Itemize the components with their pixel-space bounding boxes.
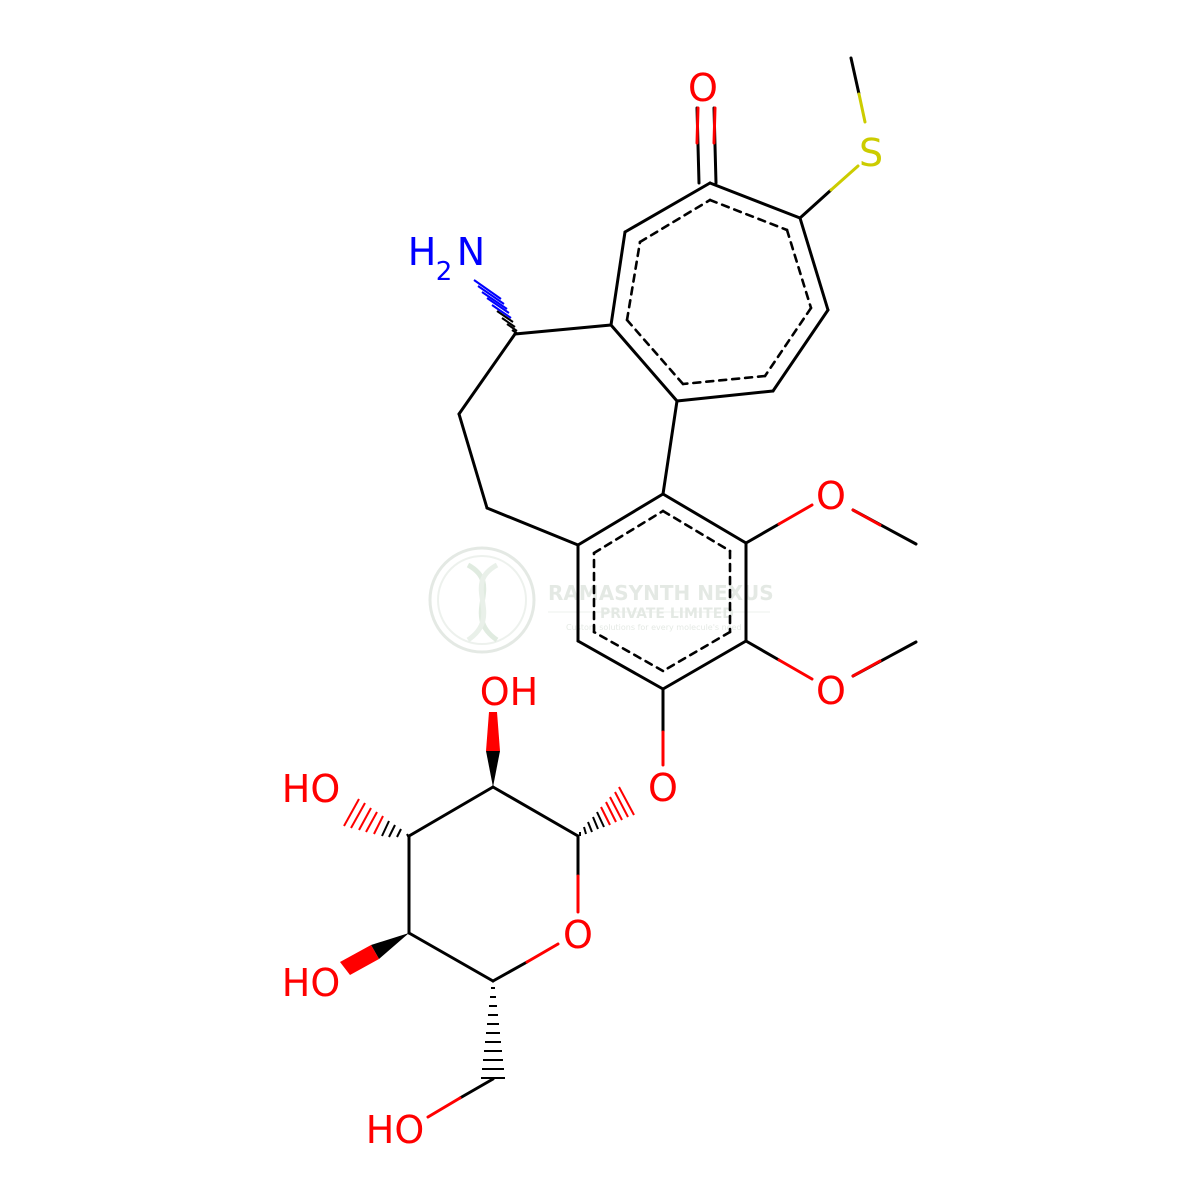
watermark-line2: PRIVATE LIMITED [600,606,734,622]
glycosidic-oxygen-label: O [648,766,678,810]
sugar-ho-left-label: HO [282,767,340,811]
stereo-bonds [340,279,635,1079]
amine-h-label: H [408,230,437,274]
sugar-oh-top-label: OH [480,670,538,714]
sulfur-label: S [859,131,883,175]
watermark-line3: Custom solutions for every molecule's ne… [566,623,742,632]
methoxy1-oxygen-label: O [816,474,846,518]
colored-bonds [426,92,882,1119]
methoxy2-oxygen-label: O [816,669,846,713]
sugar-ho-bottom-label: HO [282,961,340,1005]
bond [798,216,830,312]
watermark: RAMASYNTH NEXUS PRIVATE LIMITED Custom s… [428,546,774,654]
amine-subscript: 2 [436,257,453,287]
sugar-ring-oxygen-label: O [563,913,593,957]
watermark-line1: RAMASYNTH NEXUS [548,581,774,605]
sugar-ho-ch2-label: HO [366,1108,424,1152]
dna-helix-icon [428,546,536,654]
bond [609,230,627,327]
bond [609,323,679,403]
amine-n-label: N [457,230,485,274]
bond [675,389,775,403]
ketone-oxygen-label: O [688,66,718,110]
bond [771,308,830,393]
bond [623,181,712,234]
bond [708,181,802,220]
atom-labels: O S H 2 N O O O OH HO O HO HO [282,66,883,1152]
